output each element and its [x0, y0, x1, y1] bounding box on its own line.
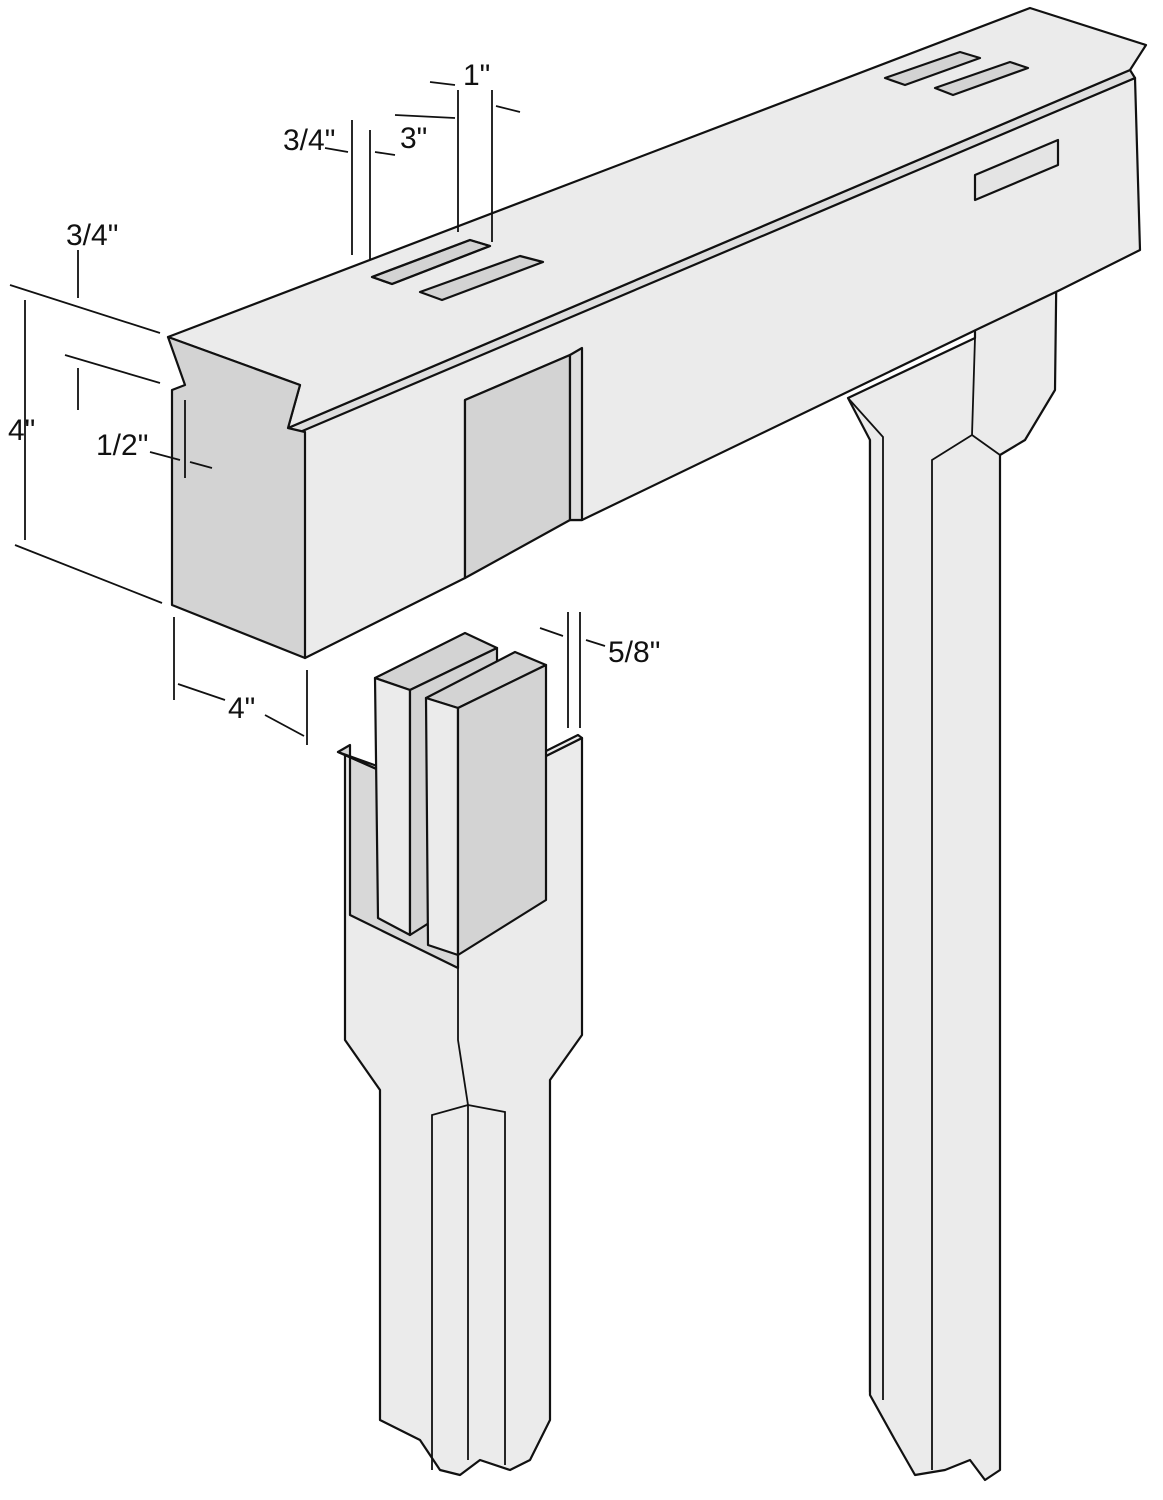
- left-leg: [336, 631, 584, 1477]
- beam: [166, 6, 1148, 660]
- dim-beam-height: 4": [8, 414, 35, 447]
- dim-tenon-thickness: 5/8": [608, 636, 660, 669]
- dim-beam-width: 4": [228, 692, 255, 725]
- right-leg: [846, 138, 1060, 1482]
- dim-mortise-width: 1": [463, 59, 490, 92]
- dim-groove-depth: 1/2": [96, 429, 148, 462]
- dim-mortise-offset: 3/4": [283, 124, 335, 157]
- dim-mortise-length: 3": [400, 122, 427, 155]
- dim-chamfer-top: 3/4": [66, 219, 118, 252]
- dimension-lines: [9, 81, 606, 745]
